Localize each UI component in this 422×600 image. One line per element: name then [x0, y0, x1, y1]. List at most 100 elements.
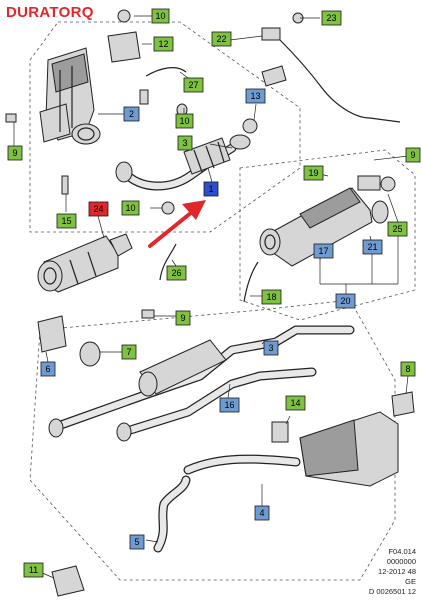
- bolt-head-part: [5, 113, 17, 123]
- svg-text:13: 13: [250, 91, 260, 101]
- replacement-catalyst: [37, 233, 133, 293]
- catalyst-manifold: [39, 47, 101, 145]
- leader-lines: [13, 15, 409, 579]
- callout-10-c[interactable]: 10: [121, 200, 140, 216]
- callout-10-b[interactable]: 10: [175, 113, 194, 129]
- sensor-part: [261, 27, 281, 41]
- assembly-outlines: [29, 21, 416, 581]
- svg-text:24: 24: [93, 204, 103, 214]
- svg-text:25: 25: [392, 224, 402, 234]
- engine-brand-title: DURATORQ: [6, 4, 94, 21]
- svg-text:17: 17: [318, 246, 328, 256]
- middle-pipe: [53, 325, 355, 431]
- svg-text:10: 10: [125, 203, 135, 213]
- bracket-part-2: [261, 65, 287, 87]
- svg-text:2: 2: [129, 109, 134, 119]
- secondary-pipe: [48, 367, 317, 442]
- callout-6[interactable]: 6: [40, 361, 56, 377]
- outline-upper-assembly: [29, 21, 301, 233]
- rubber-mount-part: [79, 341, 101, 367]
- svg-text:6: 6: [45, 364, 50, 374]
- callout-23[interactable]: 23: [321, 10, 342, 26]
- callout-1[interactable]: 1: [203, 181, 219, 197]
- svg-text:14: 14: [290, 398, 300, 408]
- callout-2[interactable]: 2: [123, 106, 140, 122]
- callout-3-b[interactable]: 3: [263, 340, 279, 356]
- clamp-sleeve-part: [271, 421, 289, 443]
- svg-text:21: 21: [367, 242, 377, 252]
- callout-15[interactable]: 15: [56, 213, 77, 229]
- callout-10-a[interactable]: 10: [151, 8, 170, 24]
- svg-text:12: 12: [158, 39, 168, 49]
- hardware-parts: [5, 9, 415, 597]
- svg-text:4: 4: [259, 508, 264, 518]
- bolt-part: [61, 175, 69, 195]
- reference-line-5: D 0026501 12: [368, 587, 416, 596]
- clamp-part: [242, 118, 258, 134]
- svg-text:20: 20: [340, 296, 350, 306]
- callout-21[interactable]: 21: [362, 239, 383, 255]
- callout-9-b[interactable]: 9: [405, 147, 421, 163]
- tail-gasket-part: [51, 565, 85, 597]
- svg-text:19: 19: [308, 168, 318, 178]
- svg-text:22: 22: [216, 34, 226, 44]
- callout-11[interactable]: 11: [23, 562, 44, 578]
- svg-text:16: 16: [224, 400, 234, 410]
- callout-12[interactable]: 12: [153, 36, 174, 52]
- front-pipe: [115, 134, 251, 191]
- bolt-part-2: [141, 309, 155, 319]
- svg-text:11: 11: [29, 565, 38, 575]
- rear-muffler: [183, 411, 399, 487]
- callout-18[interactable]: 18: [261, 289, 282, 305]
- svg-text:1: 1: [208, 184, 213, 194]
- callout-27[interactable]: 27: [183, 77, 204, 93]
- tail-pipe: [153, 475, 191, 553]
- pipe-sensor-part-2: [243, 261, 259, 303]
- callout-7[interactable]: 7: [121, 344, 137, 360]
- callout-9-a[interactable]: 9: [7, 145, 23, 161]
- callout-8[interactable]: 8: [400, 361, 416, 377]
- svg-text:27: 27: [188, 80, 198, 90]
- svg-text:3: 3: [268, 343, 273, 353]
- nut-part: [117, 9, 131, 23]
- rubber-mount-part-2: [391, 391, 415, 417]
- callout-16[interactable]: 16: [219, 397, 240, 413]
- callout-17[interactable]: 17: [313, 243, 334, 259]
- bracket-part: [145, 67, 187, 77]
- callout-boxes: 10 23 12 22 27 2 10 13 9 3 19 9 1 24 10 …: [7, 8, 421, 578]
- svg-text:23: 23: [326, 13, 336, 23]
- svg-text:10: 10: [179, 116, 189, 126]
- svg-text:7: 7: [126, 347, 131, 357]
- callout-20[interactable]: 20: [335, 293, 356, 309]
- callout-5[interactable]: 5: [129, 534, 145, 550]
- dpf-unit: [259, 175, 396, 267]
- pipe-sensor-part: [159, 243, 177, 281]
- reference-line-1: F04.014: [388, 547, 416, 556]
- svg-text:9: 9: [410, 150, 415, 160]
- hanger-bracket-part: [37, 315, 67, 353]
- diagram-reference-info: F04.014 0000000 12-2012 48 GE D 0026501 …: [369, 547, 416, 597]
- callout-25[interactable]: 25: [387, 221, 408, 237]
- nut-part-3: [161, 201, 175, 215]
- callout-3-a[interactable]: 3: [177, 135, 193, 151]
- callout-19[interactable]: 19: [303, 165, 324, 181]
- callout-14[interactable]: 14: [285, 395, 306, 411]
- callout-26[interactable]: 26: [166, 265, 187, 281]
- svg-text:10: 10: [155, 11, 165, 21]
- gasket-part: [107, 31, 141, 63]
- svg-text:15: 15: [61, 216, 71, 226]
- reference-line-3: 12-2012 48: [378, 567, 416, 576]
- callout-4[interactable]: 4: [254, 505, 270, 521]
- svg-text:18: 18: [266, 292, 276, 302]
- svg-text:9: 9: [12, 148, 17, 158]
- callout-13[interactable]: 13: [245, 88, 266, 104]
- svg-text:8: 8: [405, 364, 410, 374]
- reference-line-4: GE: [405, 577, 416, 586]
- callout-24[interactable]: 24: [88, 201, 109, 217]
- callout-22[interactable]: 22: [211, 31, 232, 47]
- callout-9-c[interactable]: 9: [175, 310, 191, 326]
- sensor-cable: [279, 39, 401, 123]
- outline-dpf-assembly: [239, 149, 416, 321]
- svg-text:3: 3: [182, 138, 187, 148]
